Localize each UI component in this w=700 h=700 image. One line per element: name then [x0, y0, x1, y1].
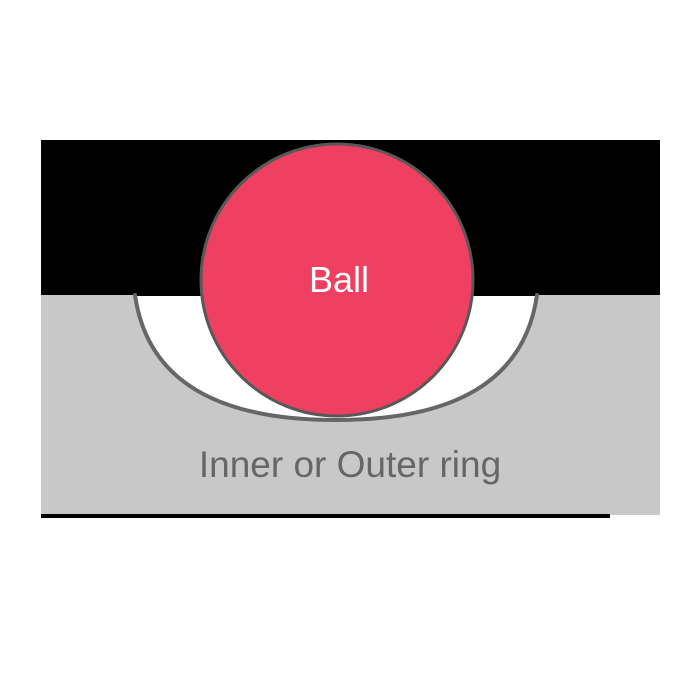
baseline-rule [41, 514, 610, 518]
groove-arc [133, 293, 539, 423]
ball-shape [199, 142, 475, 418]
ring-body-shape [41, 295, 660, 515]
ring-label: Inner or Outer ring [199, 444, 501, 485]
ball-label: Ball [309, 259, 369, 300]
